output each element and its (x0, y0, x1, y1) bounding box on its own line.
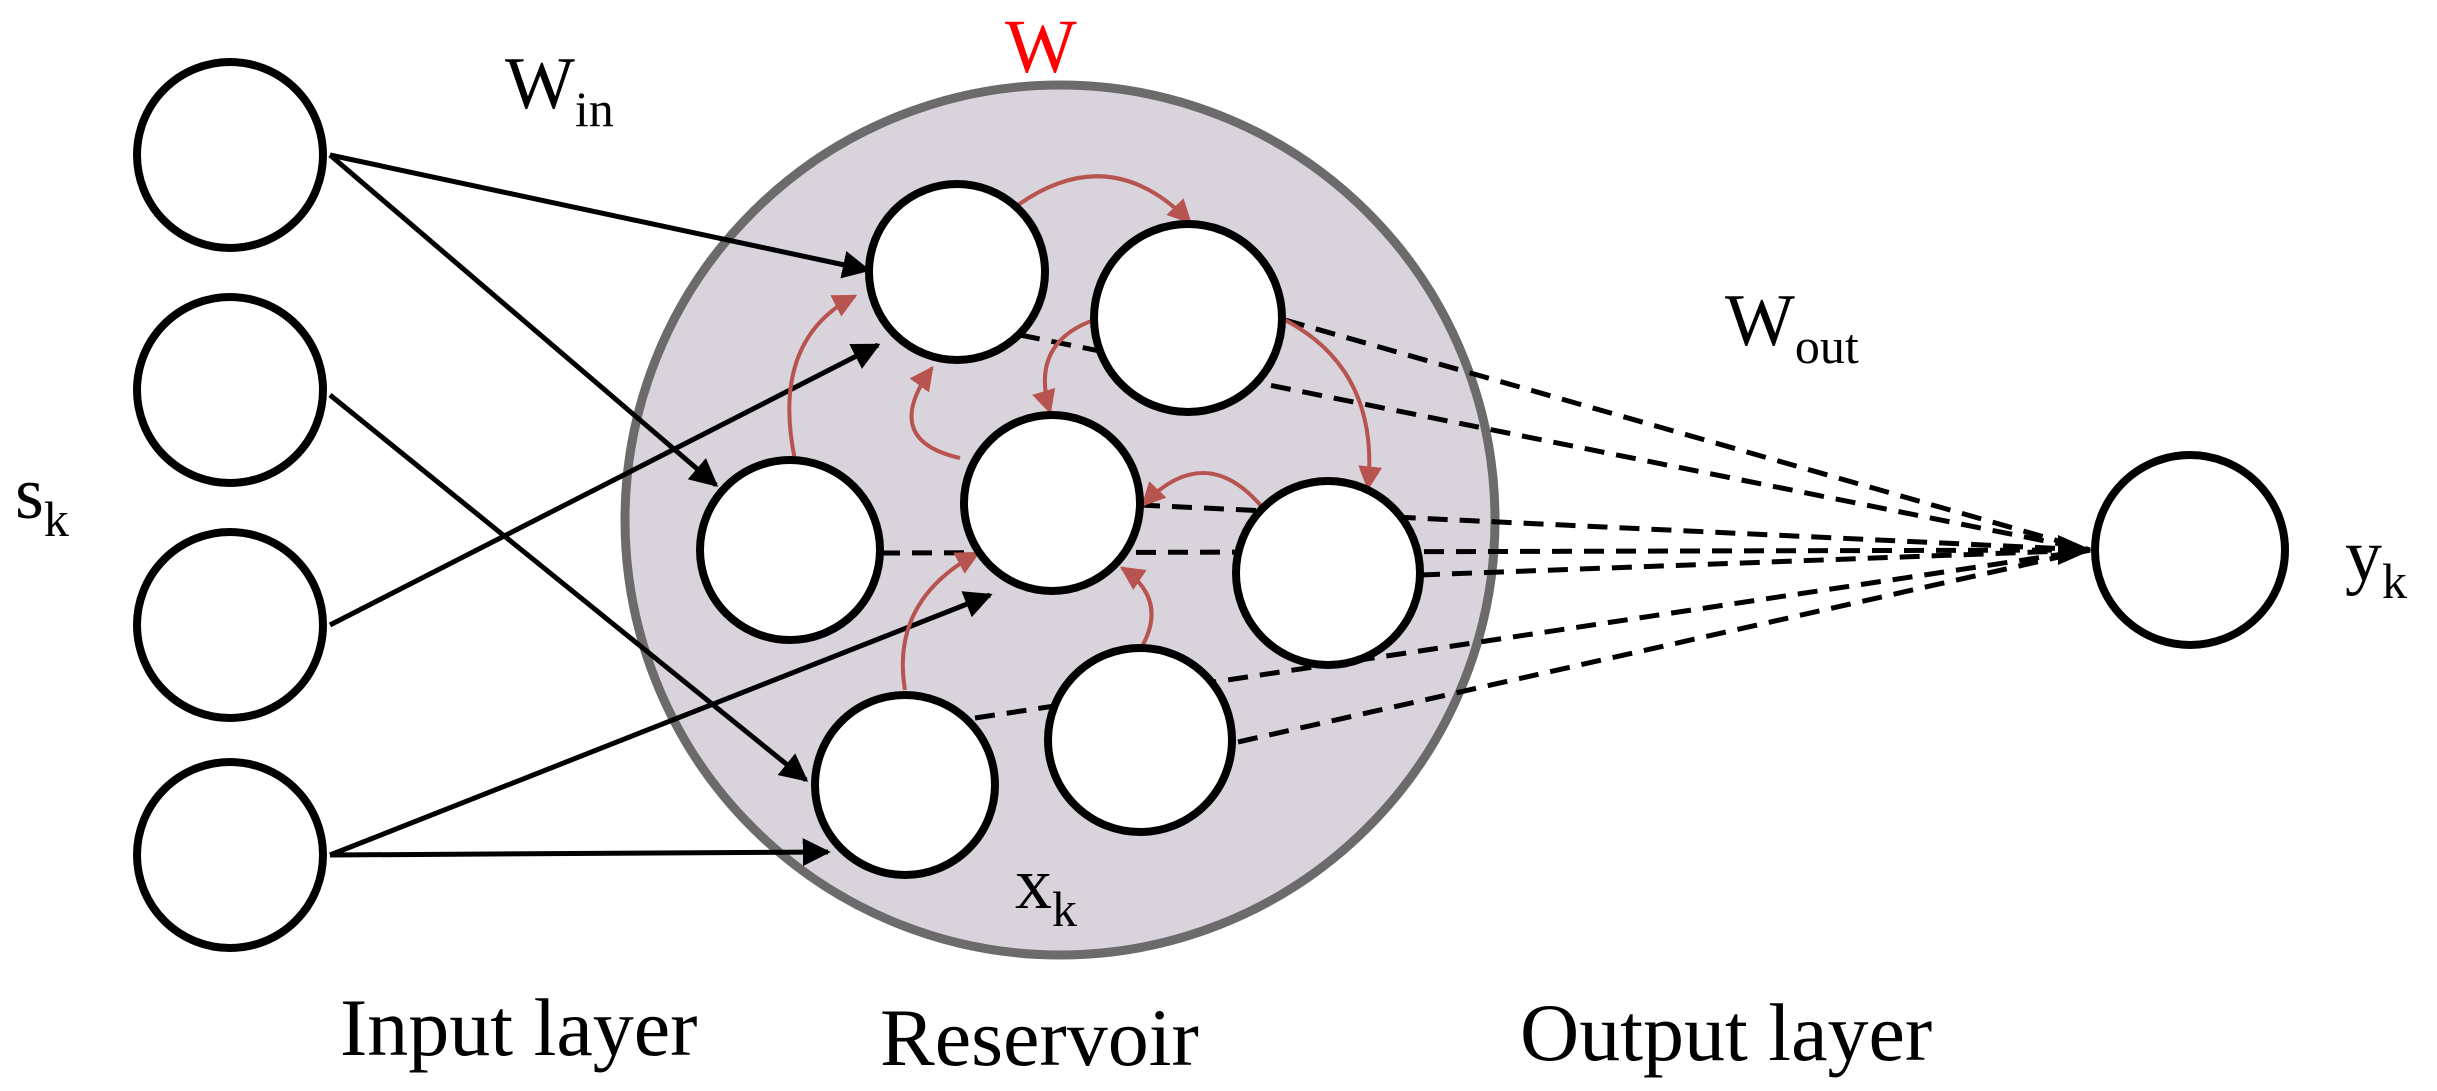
w-in-edge (328, 342, 881, 628)
input-node (133, 293, 327, 487)
output-layer-caption: Output layer (1520, 987, 1932, 1078)
w-in-edge (329, 838, 831, 867)
input-weight-label: Win (505, 43, 614, 137)
w-out-edge (974, 547, 2091, 721)
input-state-main: s (15, 453, 44, 535)
reservoir-node (811, 691, 999, 879)
w-edge (1120, 566, 1154, 652)
output-arrowhead (2058, 535, 2092, 565)
output-state-label: yk (2345, 515, 2407, 609)
w-edge (909, 366, 961, 460)
reservoir-node (696, 456, 884, 644)
input-weights (328, 152, 993, 867)
w-in-edge (328, 153, 719, 487)
input-weight-main: W (505, 43, 575, 125)
output-weights (879, 317, 2091, 745)
w-edge (787, 294, 858, 461)
input-node (133, 758, 327, 952)
input-node (133, 528, 327, 722)
w-edge (1284, 318, 1383, 491)
w-out-edge (1284, 317, 2091, 553)
w-out-edge (1237, 547, 2091, 745)
w-out-edge (1019, 332, 2091, 553)
input-state-label: sk (15, 453, 69, 547)
w-edge (1032, 316, 1101, 415)
w-in-edge (329, 152, 871, 279)
w-edge (900, 551, 981, 691)
reservoir-node (1044, 644, 1236, 836)
output-state-main: y (2345, 515, 2382, 597)
reservoir-state-subscript: k (1052, 881, 1077, 937)
input-state-subscript: k (44, 491, 69, 547)
input-node (133, 58, 327, 252)
reservoir-weight-main: W (1005, 5, 1077, 89)
output-weight-subscript: out (1795, 318, 1859, 374)
reservoir-node (1090, 220, 1286, 416)
reservoir-state-label: xk (1015, 843, 1077, 937)
output-weight-label: Wout (1725, 280, 1859, 374)
input-weight-subscript: in (575, 81, 614, 137)
reservoir-caption: Reservoir (880, 992, 1199, 1083)
output-state-subscript: k (2382, 553, 2407, 609)
w-in-edge (328, 393, 809, 782)
reservoir-nodes (696, 180, 1424, 879)
output-weight-main: W (1725, 280, 1795, 362)
w-edge (1016, 174, 1192, 224)
reservoir-node (1232, 477, 1424, 669)
input-layer (133, 58, 327, 952)
reservoir-weight-label: W (1005, 5, 1077, 89)
reservoir-node (960, 411, 1144, 595)
output-node (2091, 451, 2289, 649)
w-in-edge (329, 591, 993, 858)
input-layer-caption: Input layer (340, 982, 697, 1073)
recurrent-weights (787, 174, 1383, 691)
w-out-edge (1419, 547, 2091, 578)
w-edge (1141, 471, 1264, 509)
reservoir-state-main: x (1015, 843, 1052, 925)
reservoir-node (865, 180, 1049, 364)
